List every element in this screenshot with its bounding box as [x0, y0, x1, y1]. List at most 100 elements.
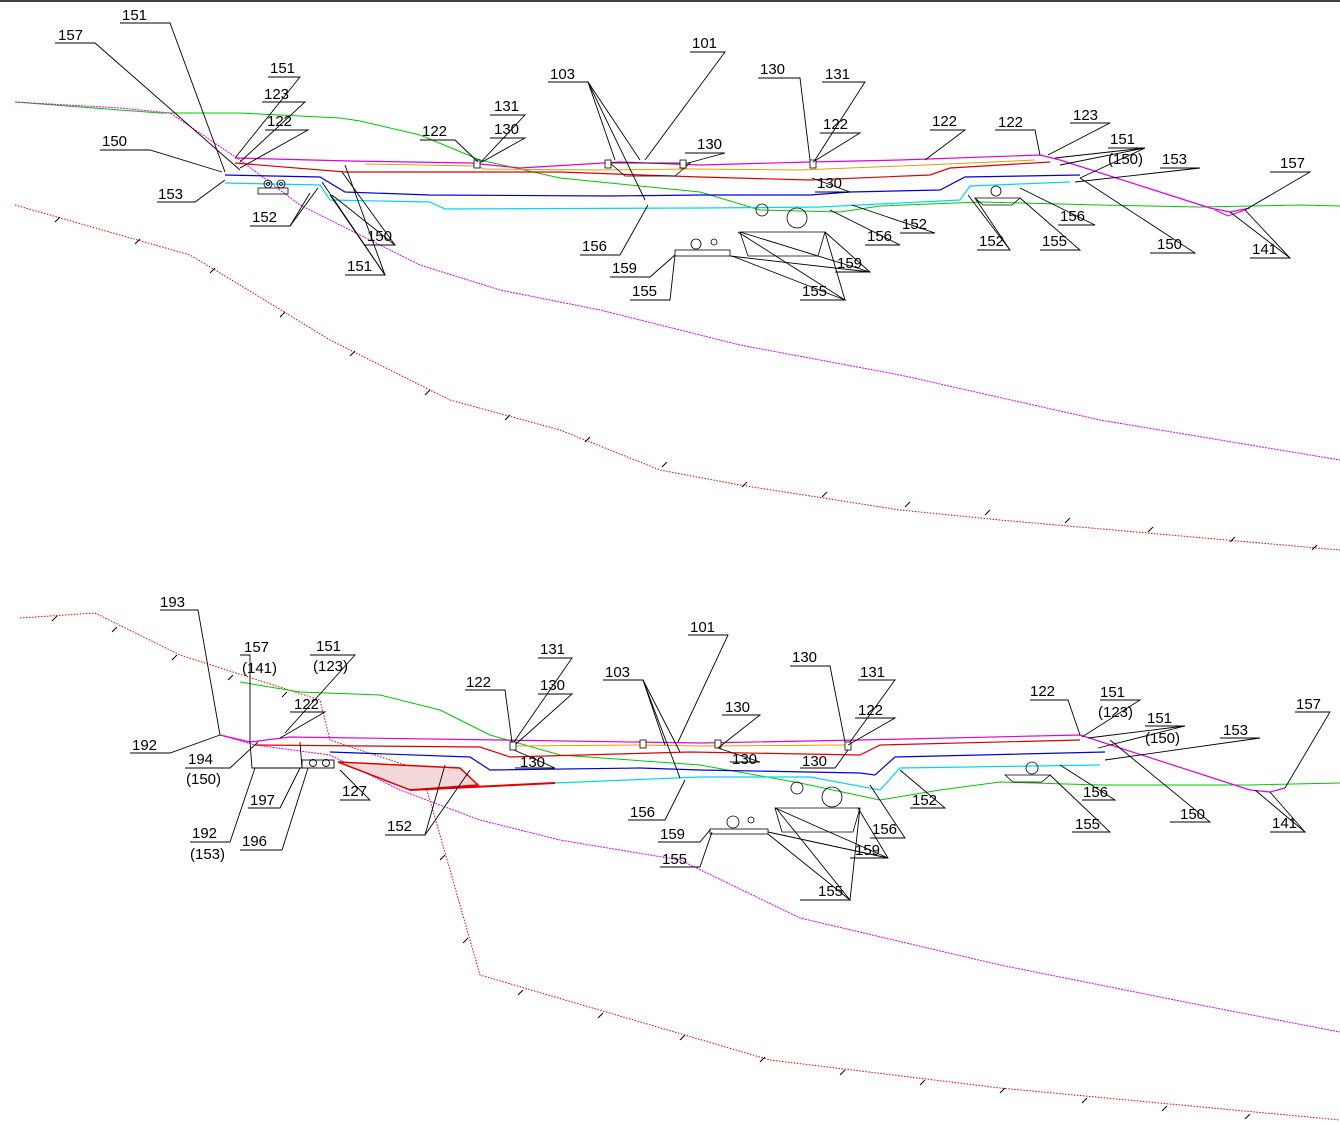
bottom-label: 156 [872, 821, 897, 838]
top-label: 156 [582, 238, 607, 255]
bottom-curb-d [844, 741, 852, 751]
top-label: 156 [867, 228, 892, 245]
bottom-label: 151 [1147, 710, 1172, 727]
bottom-label: 130 [725, 699, 750, 716]
top-label: 122 [998, 114, 1023, 131]
bottom-label: 151 [1100, 684, 1125, 701]
top-terrain-pink [14, 101, 1340, 461]
bottom-label: 127 [342, 783, 367, 800]
bottom-utility-trench [709, 781, 861, 835]
top-label: 103 [550, 66, 575, 83]
bottom-label: 152 [387, 818, 412, 835]
top-right-ditch [1214, 209, 1246, 217]
bottom-left-wall [249, 741, 335, 769]
bottom-label: 103 [605, 664, 630, 681]
bottom-label: 131 [860, 664, 885, 681]
bottom-label: 122 [466, 674, 491, 691]
bottom-label: 130 [802, 753, 827, 770]
bottom-label: 157 [1296, 696, 1321, 713]
bottom-label: 130 [792, 649, 817, 666]
top-label: 130 [817, 175, 842, 192]
bottom-label: 159 [660, 826, 685, 843]
top-label: 155 [632, 283, 657, 300]
bottom-label: 130 [520, 754, 545, 771]
top-label: 159 [837, 255, 862, 272]
top-label: 131 [825, 66, 850, 83]
top-layer-cyan [224, 181, 1071, 210]
bottom-leaders [130, 609, 1331, 901]
bottom-label: 155 [662, 851, 687, 868]
bottom-label: 122 [858, 702, 883, 719]
top-curb-d [809, 159, 817, 169]
top-label: 155 [1042, 233, 1067, 250]
bottom-label: 196 [242, 833, 267, 850]
bottom-label: 130 [540, 677, 565, 694]
bottom-fill-edge [409, 782, 556, 791]
top-label: 141 [1252, 241, 1277, 258]
bottom-label: 122 [294, 696, 319, 713]
top-label: 151 [122, 7, 147, 24]
top-right-trench [973, 185, 1022, 206]
top-label: 153 [158, 186, 183, 203]
bottom-fill-block [337, 761, 480, 791]
bottom-section: 193 157 (141) 151 (123) 122 192 194 (150… [19, 594, 1340, 1121]
top-utility-trench [674, 203, 826, 257]
top-label: 131 [494, 98, 519, 115]
bottom-boundary-ticks [51, 615, 1251, 1120]
top-label: 157 [58, 27, 83, 44]
bottom-label: (153) [190, 846, 225, 863]
bottom-layer-orange [514, 744, 846, 747]
bottom-curb-b [639, 739, 647, 749]
top-label: 123 [1073, 107, 1098, 124]
top-label: 151 [270, 60, 295, 77]
bottom-label: (123) [1098, 704, 1133, 721]
top-label: 157 [1280, 155, 1305, 172]
top-label: 152 [979, 233, 1004, 250]
top-label: 122 [823, 116, 848, 133]
bottom-label: 197 [250, 792, 275, 809]
bottom-terrain-pink [219, 734, 1340, 1033]
top-boundary-red [14, 204, 1340, 551]
bottom-right-trench [1003, 761, 1052, 783]
bottom-label: 153 [1223, 722, 1248, 739]
top-label: 150 [367, 228, 392, 245]
bottom-label: 101 [690, 619, 715, 636]
bottom-label: 156 [1083, 784, 1108, 801]
bottom-layer-red [254, 739, 1081, 758]
bottom-label: 122 [1030, 683, 1055, 700]
bottom-label: 141 [1272, 815, 1297, 832]
top-label: 122 [932, 113, 957, 130]
top-label: 153 [1162, 151, 1187, 168]
bottom-curb-a [509, 741, 517, 751]
bottom-label: 155 [818, 883, 843, 900]
top-label: 130 [760, 61, 785, 78]
bottom-label: 151 [316, 638, 341, 655]
bottom-label: 192 [192, 825, 217, 842]
top-boundary-ticks [54, 216, 1318, 551]
top-label: 156 [1060, 208, 1085, 225]
bottom-label: 131 [540, 641, 565, 658]
bottom-layer-cyan [554, 764, 1101, 791]
top-label: 155 [802, 283, 827, 300]
top-label: 151 [1110, 131, 1135, 148]
bottom-label: (150) [186, 771, 221, 788]
top-label: 122 [267, 113, 292, 130]
bottom-labels: 193 157 (141) 151 (123) 122 192 194 (150… [132, 594, 1321, 900]
top-label: 150 [1157, 236, 1182, 253]
top-left-conduit [257, 179, 289, 195]
top-label: (150) [1108, 151, 1143, 168]
top-label: 159 [612, 260, 637, 277]
top-label: 123 [264, 86, 289, 103]
top-layer-blue [224, 174, 1081, 197]
bottom-label: 194 [188, 751, 213, 768]
bottom-label: (150) [1145, 730, 1180, 747]
bottom-label: 156 [630, 804, 655, 821]
top-label: 151 [347, 258, 372, 275]
bottom-label: 152 [912, 792, 937, 809]
bottom-label: 130 [732, 751, 757, 768]
bottom-label: 159 [855, 842, 880, 859]
top-label: 152 [902, 216, 927, 233]
bottom-layer-pink [219, 734, 1286, 793]
top-curb-a [473, 159, 481, 169]
